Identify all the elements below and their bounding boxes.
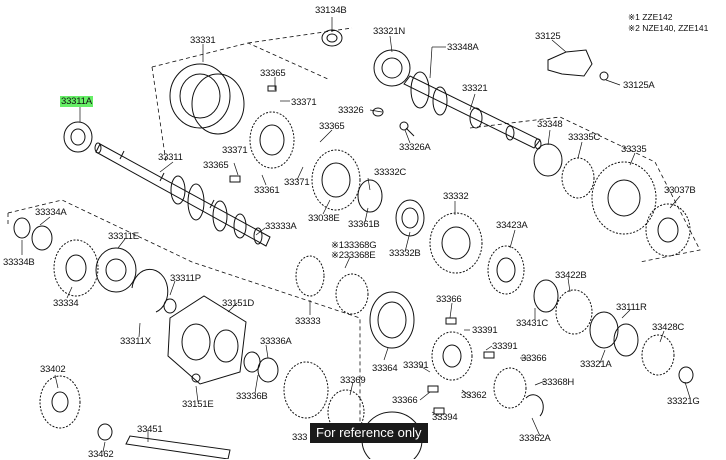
reference-watermark: For reference only xyxy=(310,423,428,443)
part-number-label[interactable]: 33451 xyxy=(137,424,163,435)
part-number-label[interactable]: 33331 xyxy=(190,35,216,46)
part-number-label[interactable]: 33391 xyxy=(472,325,498,336)
part-number-label[interactable]: ※233368E xyxy=(331,250,376,261)
part-number-label[interactable]: 33431C xyxy=(516,318,549,329)
leader-lines xyxy=(22,17,690,452)
part-number-label[interactable]: 33391 xyxy=(492,341,518,352)
part-number-label[interactable]: 33366 xyxy=(392,395,418,406)
part-number-label[interactable]: 33125A xyxy=(623,80,655,91)
part-number-label[interactable]: 33394 xyxy=(432,412,458,423)
part-number-label[interactable]: 33365 xyxy=(319,121,345,132)
part-number-label[interactable]: 33334 xyxy=(53,298,79,309)
part-number-label[interactable]: 33038E xyxy=(308,213,340,224)
part-number-label[interactable]: 33462 xyxy=(88,449,114,460)
part-number-label[interactable]: 33366 xyxy=(521,353,547,364)
part-number-label[interactable]: 33334A xyxy=(35,207,67,218)
part-number-label[interactable]: 33332B xyxy=(389,248,421,259)
part-number-label[interactable]: 33362 xyxy=(461,390,487,401)
part-number-label[interactable]: 33428C xyxy=(652,322,685,333)
applicability-note-2: ※2 NZE140, ZZE141 xyxy=(628,23,709,33)
part-number-label[interactable]: 33037B xyxy=(664,185,696,196)
group-outline-right xyxy=(470,117,700,262)
applicability-note-1: ※1 ZZE142 xyxy=(628,12,673,22)
part-number-label[interactable]: 33125 xyxy=(535,31,561,42)
part-number-label[interactable]: 33134B xyxy=(315,5,347,16)
part-number-label[interactable]: 33335C xyxy=(568,132,601,143)
part-number-label[interactable]: 33348 xyxy=(537,119,563,130)
part-number-label[interactable]: 33321N xyxy=(373,26,406,37)
part-number-label[interactable]: 33402 xyxy=(40,364,66,375)
gear-components xyxy=(14,30,693,459)
part-number-label[interactable]: 33336B xyxy=(236,391,268,402)
highlighted-part-number[interactable]: 33311A xyxy=(60,96,93,107)
part-number-label[interactable]: 33311P xyxy=(170,273,201,284)
part-number-label[interactable]: 33321G xyxy=(667,396,700,407)
part-number-label[interactable]: 33371 xyxy=(222,145,248,156)
part-number-label[interactable]: 33311 xyxy=(158,152,183,163)
part-number-label[interactable]: 33364 xyxy=(372,363,398,374)
part-number-label[interactable]: 33348A xyxy=(447,42,479,53)
part-number-label[interactable]: 333 xyxy=(292,432,308,443)
part-number-label[interactable]: 33371 xyxy=(291,97,317,108)
part-number-label[interactable]: 33311E xyxy=(108,231,139,242)
group-outline-left xyxy=(8,200,360,440)
part-number-label[interactable]: 33332 xyxy=(443,191,469,202)
part-number-label[interactable]: 33151E xyxy=(182,399,214,410)
part-number-label[interactable]: 33366 xyxy=(436,294,462,305)
part-number-label[interactable]: 33151D xyxy=(222,298,255,309)
group-outline-upper xyxy=(152,28,352,162)
part-number-label[interactable]: 33391 xyxy=(403,360,429,371)
part-number-label[interactable]: 33365 xyxy=(260,68,286,79)
part-number-label[interactable]: 33368H xyxy=(542,377,575,388)
part-number-label[interactable]: 33111R xyxy=(616,302,647,313)
part-number-label[interactable]: 33369 xyxy=(340,375,366,386)
part-number-label[interactable]: 33332C xyxy=(374,167,407,178)
part-number-label[interactable]: 33321A xyxy=(580,359,612,370)
part-number-label[interactable]: 33361B xyxy=(348,219,380,230)
part-number-label[interactable]: 33365 xyxy=(203,160,229,171)
part-number-label[interactable]: 33326A xyxy=(399,142,431,153)
part-number-label[interactable]: 33422B xyxy=(555,270,587,281)
part-number-label[interactable]: 33326 xyxy=(338,105,364,116)
reverse-idler-shaft xyxy=(126,436,230,459)
part-number-label[interactable]: 33336A xyxy=(260,336,292,347)
output-shaft xyxy=(404,72,541,149)
part-number-label[interactable]: 33371 xyxy=(284,177,310,188)
part-number-label[interactable]: 33362A xyxy=(519,433,551,444)
part-number-label[interactable]: 33335 xyxy=(621,144,647,155)
part-number-label[interactable]: 33311X xyxy=(120,336,151,347)
part-number-label[interactable]: 33361 xyxy=(254,185,280,196)
part-number-label[interactable]: 33321 xyxy=(462,83,488,94)
part-number-label[interactable]: 33423A xyxy=(496,220,528,231)
input-shaft xyxy=(95,143,270,246)
part-number-label[interactable]: ※133368G xyxy=(331,240,377,251)
part-number-label[interactable]: 33333 xyxy=(295,316,321,327)
part-number-label[interactable]: 33334B xyxy=(3,257,35,268)
part-number-label[interactable]: 33333A xyxy=(265,221,297,232)
